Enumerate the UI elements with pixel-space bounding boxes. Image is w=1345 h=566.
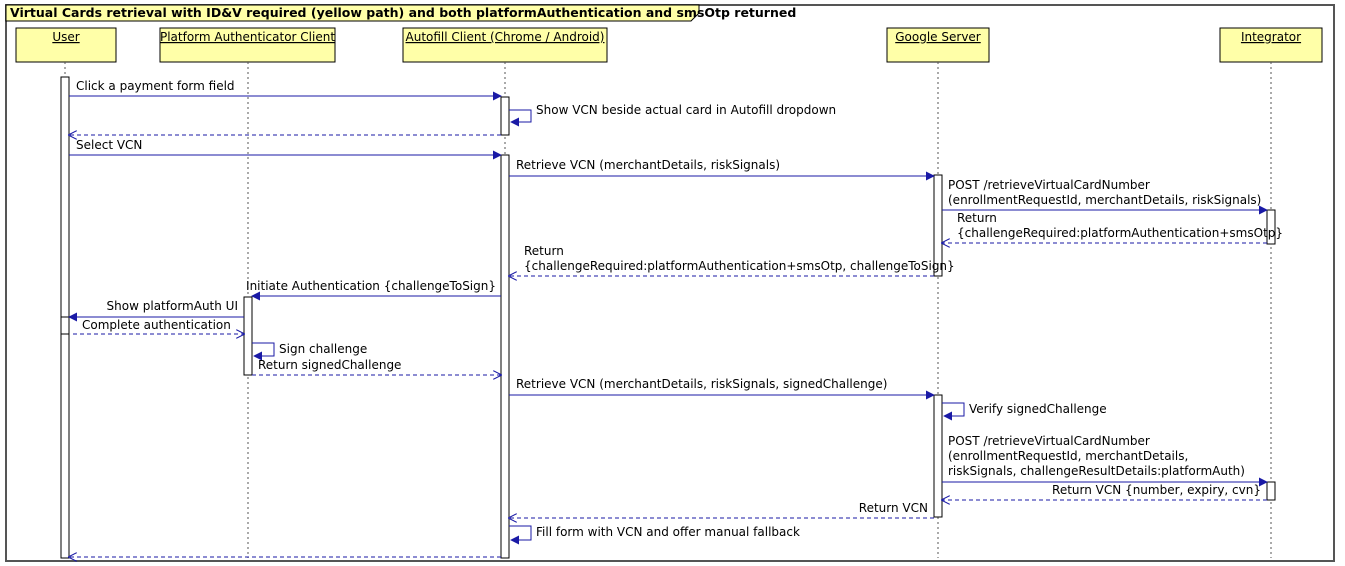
message-arrow-18 — [509, 525, 532, 545]
message-label-11-0: Sign challenge — [279, 342, 367, 356]
activation-integrator — [1266, 481, 1276, 501]
message-arrow-14 — [942, 402, 965, 421]
message-label-12-0: Return signedChallenge — [258, 358, 401, 372]
message-label-6-0: Return — [957, 211, 997, 225]
participant-box-google — [886, 27, 990, 63]
activation-user — [60, 316, 70, 335]
participant-label-autofill: Autofill Client (Chrome / Android) — [406, 30, 605, 44]
message-label-15-1: (enrollmentRequestId, merchantDetails, — [948, 449, 1188, 463]
message-label-7-1: {challengeRequired:platformAuthenticatio… — [524, 259, 955, 273]
frame-title-tab — [5, 4, 700, 22]
message-label-16-0: Return VCN {number, expiry, cvn} — [1052, 483, 1261, 497]
activation-pac — [243, 296, 253, 376]
message-arrow-11 — [252, 342, 275, 361]
message-label-15-0: POST /retrieveVirtualCardNumber — [948, 434, 1150, 448]
message-label-10-0: Complete authentication — [82, 318, 231, 332]
message-label-17-0: Return VCN — [859, 501, 928, 515]
participant-label-integrator: Integrator — [1241, 30, 1301, 44]
message-label-13-0: Retrieve VCN (merchantDetails, riskSigna… — [516, 377, 887, 391]
participant-label-user: User — [52, 30, 79, 44]
message-label-0-0: Click a payment form field — [76, 79, 235, 93]
message-label-9-0: Show platformAuth UI — [107, 299, 238, 313]
activation-integrator — [1266, 209, 1276, 245]
participant-label-google: Google Server — [895, 30, 981, 44]
message-label-15-2: riskSignals, challengeResultDetails:plat… — [948, 464, 1245, 478]
activation-autofill — [500, 154, 510, 559]
message-label-5-0: POST /retrieveVirtualCardNumber — [948, 178, 1150, 192]
participant-box-user — [15, 27, 117, 63]
activation-autofill — [500, 96, 510, 136]
message-label-8-0: Initiate Authentication {challengeToSign… — [246, 279, 496, 293]
participant-label-pac: Platform Authenticator Client — [160, 30, 335, 44]
message-label-5-1: (enrollmentRequestId, merchantDetails, r… — [948, 193, 1261, 207]
participant-box-integrator — [1219, 27, 1323, 63]
message-arrow-1 — [509, 109, 532, 127]
message-label-7-0: Return — [524, 244, 564, 258]
activation-google — [933, 174, 943, 277]
message-label-6-1: {challengeRequired:platformAuthenticatio… — [957, 226, 1283, 240]
message-label-14-0: Verify signedChallenge — [969, 402, 1107, 416]
participant-box-autofill — [402, 27, 608, 63]
message-label-18-0: Fill form with VCN and offer manual fall… — [536, 525, 800, 539]
activation-google — [933, 394, 943, 518]
message-label-3-0: Select VCN — [76, 138, 142, 152]
message-label-4-0: Retrieve VCN (merchantDetails, riskSigna… — [516, 158, 780, 172]
message-label-1-0: Show VCN beside actual card in Autofill … — [536, 103, 836, 117]
frame-title: Virtual Cards retrieval with ID&V requir… — [10, 5, 796, 20]
